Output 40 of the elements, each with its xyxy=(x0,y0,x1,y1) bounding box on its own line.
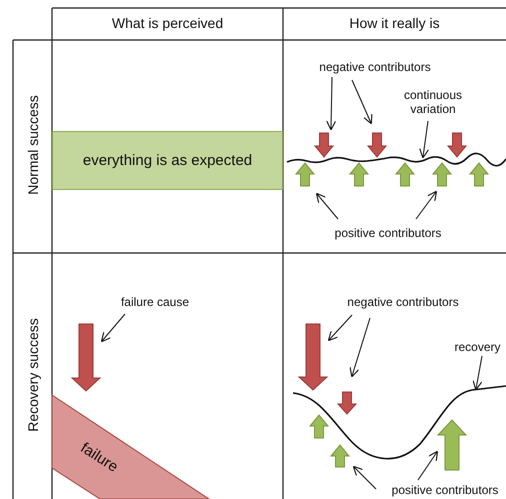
force-symbol xyxy=(70,324,102,392)
annotation-text: positive contributors xyxy=(313,226,463,240)
force-symbol xyxy=(336,392,358,415)
force-symbol xyxy=(468,162,490,186)
annotation-text: positive contributors xyxy=(384,483,506,497)
annotation-text: negative contributors xyxy=(300,60,450,74)
annotation-text: failure cause xyxy=(110,295,200,309)
leader-line xyxy=(352,466,376,490)
force-symbol xyxy=(446,132,468,158)
force-symbol xyxy=(366,132,388,158)
wavy-line xyxy=(286,152,506,167)
force-symbol xyxy=(432,162,452,186)
force-symbol xyxy=(308,414,330,438)
leader-line xyxy=(328,314,352,342)
leader-line xyxy=(472,356,482,390)
force-symbol xyxy=(394,162,416,186)
force-symbol xyxy=(348,162,370,186)
column-header: How it really is xyxy=(348,15,441,31)
leader-line xyxy=(316,192,338,220)
column-header: What is perceived xyxy=(110,15,224,31)
leader-line xyxy=(418,450,438,480)
row-header: Recovery success xyxy=(25,317,41,434)
leader-line xyxy=(326,76,336,130)
curve-line xyxy=(292,385,506,460)
failure-band xyxy=(52,394,211,499)
expected-band: everything is as expected xyxy=(52,131,283,190)
leader-line xyxy=(419,120,430,158)
force-symbol xyxy=(294,162,316,186)
leader-line xyxy=(416,190,438,220)
annotation-text: recovery xyxy=(449,340,506,354)
annotation-text: continuous variation xyxy=(396,88,470,116)
force-symbol xyxy=(314,132,334,158)
force-symbol xyxy=(436,419,468,470)
force-symbol xyxy=(298,324,328,391)
annotation-text: negative contributors xyxy=(328,295,478,309)
force-symbol xyxy=(330,444,350,468)
leader-line xyxy=(352,80,372,124)
leader-line xyxy=(100,314,126,342)
leader-line xyxy=(350,318,370,378)
row-header: Normal success xyxy=(25,94,41,197)
